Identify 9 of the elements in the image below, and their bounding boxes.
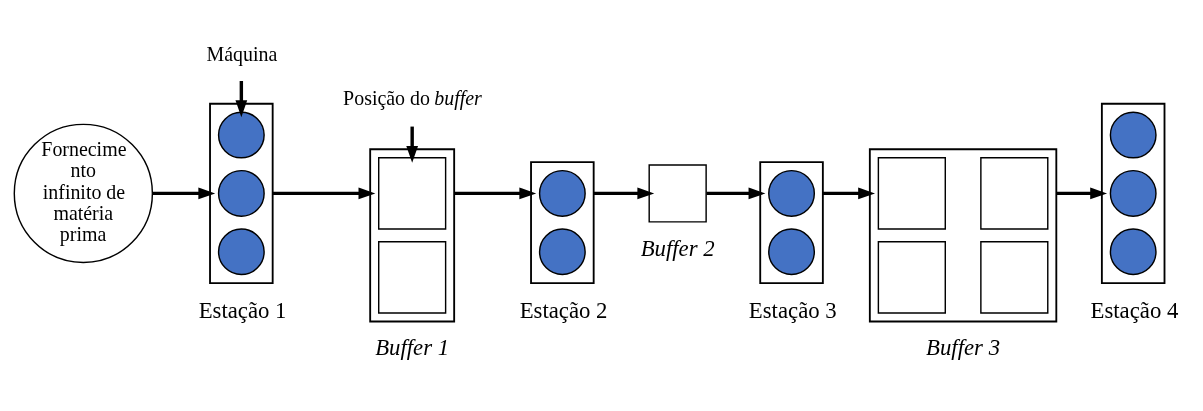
node-label: Buffer 3 xyxy=(926,335,1001,361)
node-text: Posição do buffer xyxy=(343,86,482,109)
node-label: Estação 4 xyxy=(1090,298,1179,324)
node-label: Buffer 1 xyxy=(375,335,450,361)
node-text: Máquina xyxy=(206,42,278,65)
node-label: Estação 1 xyxy=(198,298,287,324)
node-label: Buffer 2 xyxy=(640,235,715,261)
node-label: Estação 2 xyxy=(519,298,608,324)
node-label: Estação 3 xyxy=(748,298,837,324)
